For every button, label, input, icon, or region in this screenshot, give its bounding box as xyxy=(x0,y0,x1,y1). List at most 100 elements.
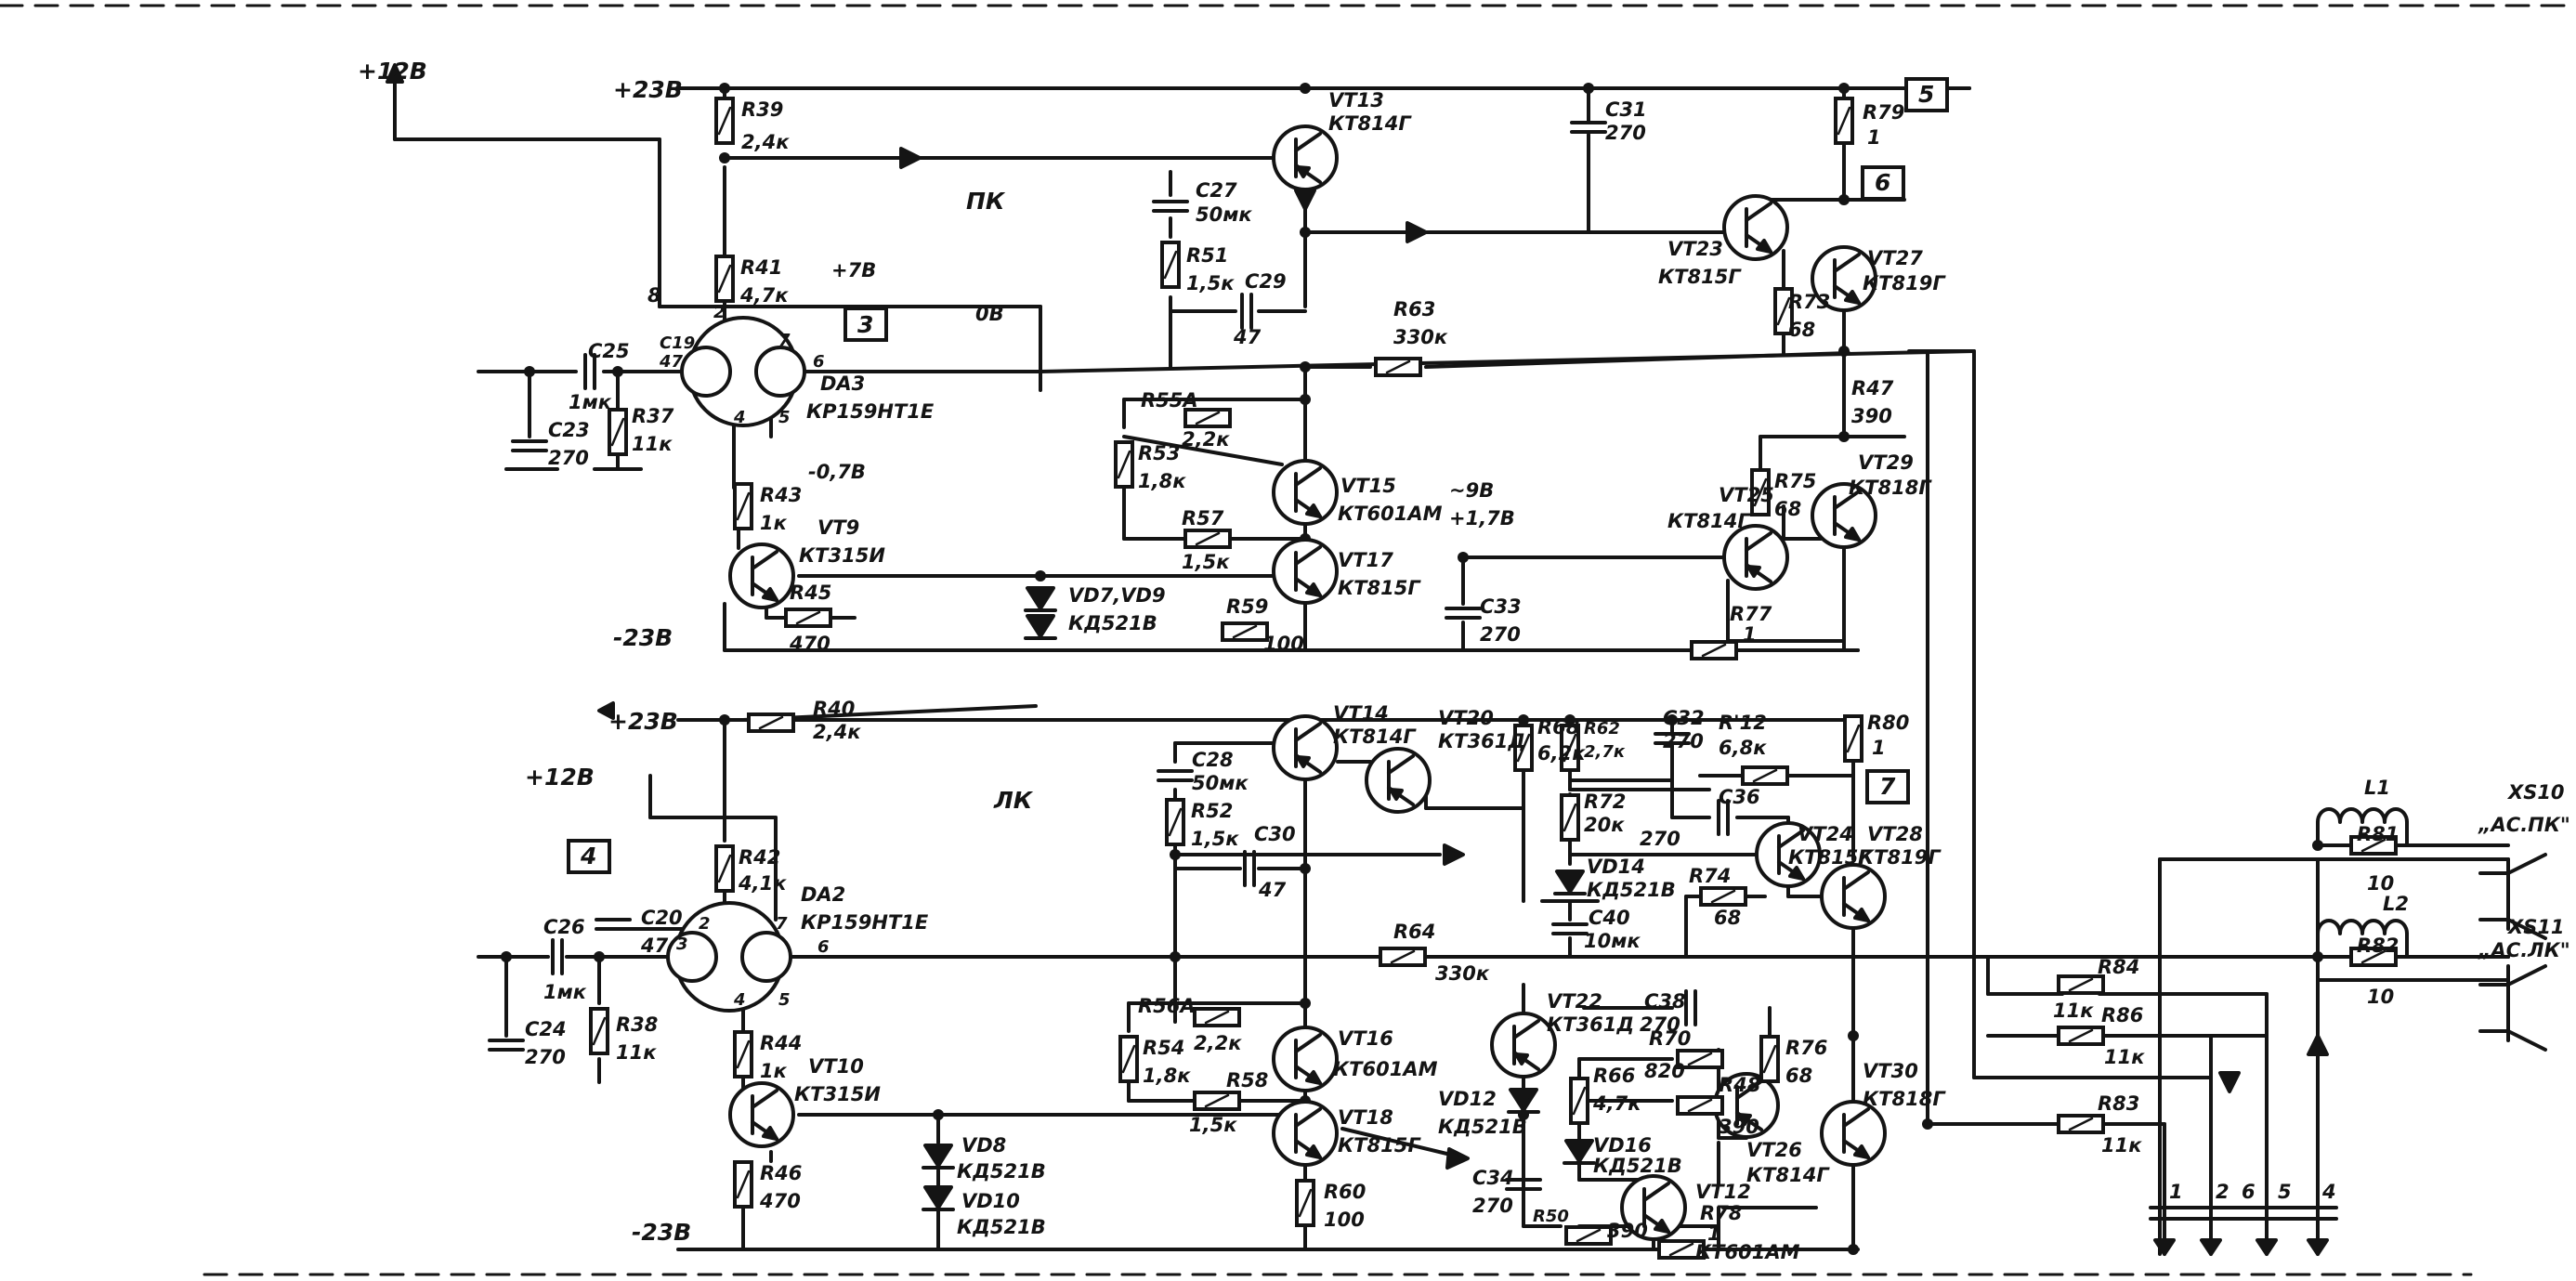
vt14-ref: VT14 xyxy=(1333,702,1389,725)
vt13-transistor xyxy=(1272,124,1339,191)
vt14-type: КТ814Г xyxy=(1333,725,1417,748)
vt14-transistor xyxy=(1272,714,1339,781)
vt10-transistor xyxy=(728,1081,795,1148)
component-symbols xyxy=(488,97,2398,1260)
r63-ref: R63 xyxy=(1393,298,1435,320)
vd10-diode xyxy=(922,1185,955,1211)
r42-resistor xyxy=(714,844,735,893)
r40-resistor xyxy=(747,712,795,733)
r62-val: 2,7к xyxy=(1584,742,1626,762)
r40-ref: R40 xyxy=(813,698,855,720)
r50-resistor xyxy=(1564,1225,1613,1246)
vd10-ref: VD10 xyxy=(961,1190,1020,1212)
c25-val: 1мк xyxy=(569,391,612,413)
r51-val: 1,5к xyxy=(1186,272,1235,294)
voltage-m07: -0,7В xyxy=(808,461,866,483)
r82-ref: R82 xyxy=(2357,935,2399,957)
vt23-ref: VT23 xyxy=(1667,238,1723,260)
c32-val: 270 xyxy=(1663,730,1704,752)
r43-resistor xyxy=(733,482,753,530)
vt24-ref: VT24 xyxy=(1798,823,1853,845)
vt30-ref: VT30 xyxy=(1863,1060,1918,1082)
c23-val: 270 xyxy=(548,447,589,469)
vt24-type: КТ815Г xyxy=(1788,846,1872,869)
bus-label-4: 4 xyxy=(2321,1181,2336,1203)
vt25-transistor xyxy=(1722,524,1789,591)
r48-ref: R48 xyxy=(1719,1074,1760,1096)
r81-ref: R81 xyxy=(2357,823,2399,845)
c33-ref: C33 xyxy=(1480,595,1522,618)
c27-ref: C27 xyxy=(1196,179,1237,202)
vt25-ref: VT25 xyxy=(1719,484,1774,506)
rail-label-p12-bot: +12В xyxy=(525,764,595,791)
r70-ref: R70 xyxy=(1649,1027,1691,1050)
r58-ref: R58 xyxy=(1226,1069,1268,1091)
c40-val: 10мк xyxy=(1584,930,1641,952)
da2-type: КР159НТ1Е xyxy=(801,911,929,934)
c34-val: 270 xyxy=(1472,1195,1513,1217)
tag-4: 4 xyxy=(580,843,596,869)
r83-resistor xyxy=(2057,1114,2105,1134)
r57-resistor xyxy=(1183,529,1232,549)
da2-pin7: 7 xyxy=(776,914,788,934)
c29-capacitor xyxy=(1240,293,1253,330)
r54-ref: R54 xyxy=(1143,1037,1184,1059)
r84-resistor xyxy=(2057,974,2105,995)
c28-capacitor xyxy=(1157,769,1194,782)
da2-pin5: 5 xyxy=(778,990,791,1010)
vt18-transistor xyxy=(1272,1100,1339,1167)
tag-6: 6 xyxy=(1875,169,1890,196)
r46-resistor xyxy=(733,1160,753,1209)
da2-ref: DA2 xyxy=(801,883,845,906)
r84-ref: R84 xyxy=(2098,956,2139,978)
vt17-transistor xyxy=(1272,538,1339,605)
r68-val: 6,2к xyxy=(1537,742,1586,765)
r12-val: 6,8к xyxy=(1719,737,1767,759)
r45-resistor xyxy=(784,608,832,628)
c38-ref: C38 xyxy=(1644,990,1686,1013)
da2-pin2: 2 xyxy=(699,914,711,934)
xs11-label: „АС.ЛК" xyxy=(2478,939,2570,961)
r45-ref: R45 xyxy=(790,582,831,604)
r62-ref: R62 xyxy=(1584,719,1620,739)
vd7-diode xyxy=(1024,586,1057,612)
r79-ref: R79 xyxy=(1863,101,1904,124)
da2-pin6: 6 xyxy=(817,937,830,957)
section-label-left: ЛК xyxy=(993,787,1034,814)
c23-ref: C23 xyxy=(548,419,590,441)
r52-ref: R52 xyxy=(1191,800,1233,822)
r57-ref: R57 xyxy=(1182,507,1224,529)
vt22-transistor xyxy=(1490,1012,1557,1078)
r75-val: 68 xyxy=(1774,498,1801,520)
r60-val: 100 xyxy=(1324,1209,1365,1231)
r56a-val: 2,2к xyxy=(1194,1032,1242,1054)
r75-ref: R75 xyxy=(1774,470,1816,492)
vt10-ref: VT10 xyxy=(808,1055,864,1078)
r63-val: 330к xyxy=(1393,326,1448,348)
r58-resistor xyxy=(1193,1091,1241,1111)
vd7-type: КД521В xyxy=(1068,612,1157,634)
xs11-ref: XS11 xyxy=(2506,916,2565,938)
r77-ref: R77 xyxy=(1730,603,1772,625)
c30-ref: C30 xyxy=(1254,823,1296,845)
c20-val: 47 xyxy=(640,935,669,957)
r77-val: 1 xyxy=(1743,623,1757,646)
r78-ref: R78 xyxy=(1700,1202,1742,1224)
r46-ref: R46 xyxy=(760,1162,802,1184)
r37-val: 11к xyxy=(632,433,673,455)
c27-val: 50мк xyxy=(1196,203,1252,226)
vt12-type: КТ601АМ xyxy=(1695,1241,1800,1263)
r53-resistor xyxy=(1114,440,1134,489)
vd14-type: КД521В xyxy=(1587,879,1676,901)
da2-pin3: 3 xyxy=(676,935,688,954)
vt20-ref: VT20 xyxy=(1438,707,1494,729)
r56a-ref: R56A xyxy=(1138,995,1196,1017)
r41-ref: R41 xyxy=(740,256,782,279)
vd14-ref: VD14 xyxy=(1587,856,1645,878)
c24-ref: C24 xyxy=(525,1018,567,1040)
r82-val: 10 xyxy=(2367,986,2394,1008)
r64-ref: R64 xyxy=(1393,921,1435,943)
v820: 820 xyxy=(1644,1060,1685,1082)
vt9-ref: VT9 xyxy=(817,516,859,539)
